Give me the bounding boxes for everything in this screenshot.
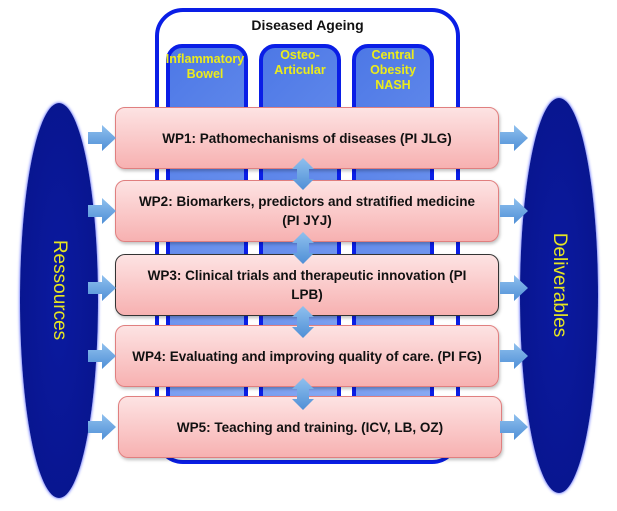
bidirectional-arrow-icon xyxy=(292,378,314,410)
output-arrow-icon xyxy=(500,198,528,224)
output-arrow-icon xyxy=(500,125,528,151)
wp4-box: WP4: Evaluating and improving quality of… xyxy=(115,325,499,387)
input-arrow-icon xyxy=(88,198,116,224)
container-title: Diseased Ageing xyxy=(251,17,364,33)
bidirectional-arrow-icon xyxy=(292,232,314,264)
bidirectional-arrow-icon xyxy=(292,306,314,338)
wp3-box: WP3: Clinical trials and therapeutic inn… xyxy=(115,254,499,316)
input-arrow-icon xyxy=(88,125,116,151)
wp1-box: WP1: Pathomechanisms of diseases (PI JLG… xyxy=(115,107,499,169)
wp2-box: WP2: Biomarkers, predictors and stratifi… xyxy=(115,180,499,242)
output-arrow-icon xyxy=(500,414,528,440)
deliverables-node xyxy=(520,98,598,493)
output-arrow-icon xyxy=(500,343,528,369)
column-label: Inflammatory Bowel xyxy=(165,52,245,81)
column-label: Osteo-Articular xyxy=(274,48,326,77)
wp5-box: WP5: Teaching and training. (ICV, LB, OZ… xyxy=(118,396,502,458)
output-arrow-icon xyxy=(500,275,528,301)
input-arrow-icon xyxy=(88,414,116,440)
input-arrow-icon xyxy=(88,343,116,369)
resources-node xyxy=(20,103,98,498)
input-arrow-icon xyxy=(88,275,116,301)
column-label: Central Obesity NASH xyxy=(370,48,416,92)
bidirectional-arrow-icon xyxy=(292,158,314,190)
